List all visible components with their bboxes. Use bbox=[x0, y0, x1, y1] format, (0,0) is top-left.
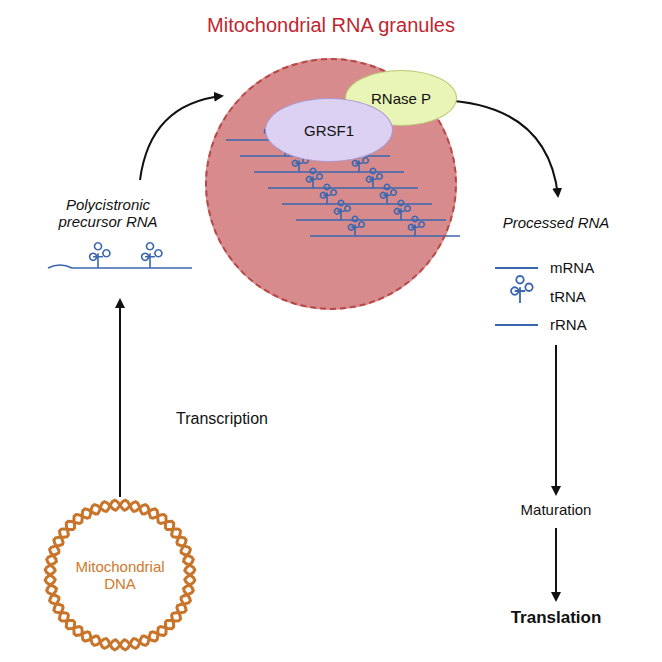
trna-symbol bbox=[142, 243, 162, 268]
legend-text: rRNA bbox=[550, 316, 587, 333]
text-label: Maturation bbox=[486, 501, 626, 518]
dna-circle: Mitochondrial DNA bbox=[45, 500, 195, 650]
dna-strand bbox=[45, 500, 195, 650]
rna-strand bbox=[282, 203, 432, 205]
trna-symbol bbox=[306, 168, 322, 188]
trna-symbol bbox=[394, 200, 410, 220]
arrow bbox=[119, 300, 121, 497]
arrow bbox=[140, 96, 222, 180]
text-label: Polycistronic precursor RNA bbox=[38, 196, 178, 230]
granule-title: Mitochondrial RNA granules bbox=[127, 14, 535, 37]
rna-strands bbox=[226, 120, 460, 236]
dna-strand bbox=[45, 500, 195, 650]
trna-symbol bbox=[511, 276, 533, 303]
legend-text: mRNA bbox=[550, 259, 594, 276]
legend-samples bbox=[495, 268, 538, 325]
node-label: RNase P bbox=[371, 90, 431, 107]
legend-line bbox=[495, 267, 538, 269]
trna-symbol bbox=[320, 184, 336, 204]
granule-fill bbox=[205, 58, 457, 310]
granule-circle: Mitochondrial RNA granulesRNase PGRSF1 bbox=[205, 58, 457, 310]
mtdna-ring bbox=[45, 500, 195, 650]
rna-strand bbox=[296, 219, 446, 221]
rna-strand bbox=[48, 265, 192, 268]
text-label: Processed RNA bbox=[466, 214, 646, 231]
rna-strand bbox=[254, 171, 404, 173]
text-label: Translation bbox=[476, 608, 636, 628]
precursor-rna bbox=[48, 243, 192, 268]
text-label: Transcription bbox=[147, 410, 297, 428]
trna-symbol bbox=[380, 184, 396, 204]
trna-symbol bbox=[90, 243, 110, 268]
trna-symbol bbox=[348, 216, 364, 236]
trna-symbol bbox=[408, 216, 424, 236]
trna-symbol bbox=[366, 168, 382, 188]
rna-strand bbox=[310, 235, 460, 237]
arrow bbox=[555, 528, 557, 600]
arrow bbox=[440, 100, 558, 196]
node-label: Mitochondrial DNA bbox=[75, 558, 165, 592]
rna-strand bbox=[268, 187, 418, 189]
legend-text: tRNA bbox=[550, 288, 586, 305]
arrow bbox=[555, 345, 557, 494]
trna-symbol bbox=[334, 200, 350, 220]
node-label: GRSF1 bbox=[304, 122, 354, 139]
protein-ellipse: GRSF1 bbox=[265, 98, 393, 162]
legend-line bbox=[495, 324, 538, 326]
